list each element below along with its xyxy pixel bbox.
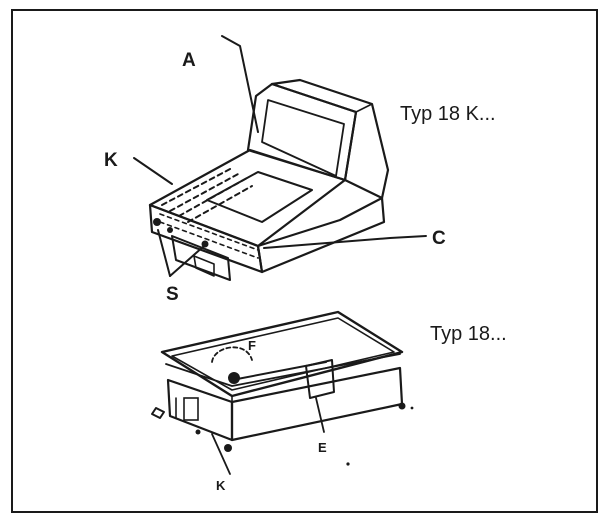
label-c: C (432, 228, 446, 249)
scale-with-display (148, 78, 390, 281)
label-k-bottom: K (216, 478, 226, 493)
label-f: F (248, 338, 256, 353)
label-s: S (166, 284, 179, 305)
leader-e (315, 397, 325, 433)
caption-top-model: Typ 18 K... (400, 103, 496, 125)
label-k-top: K (104, 150, 118, 171)
figure-border (11, 9, 598, 513)
scale-without-display (151, 310, 406, 452)
leader-k-top (133, 157, 173, 185)
label-e: E (318, 440, 327, 455)
leader-s-2 (169, 245, 205, 277)
leader-c (263, 235, 427, 249)
leader-a (221, 35, 259, 133)
label-a: A (182, 50, 196, 71)
leader-s-1 (157, 229, 171, 277)
keypad-rows (159, 167, 259, 259)
caption-bottom-model: Typ 18... (430, 323, 507, 345)
leader-k-bottom (211, 433, 231, 475)
